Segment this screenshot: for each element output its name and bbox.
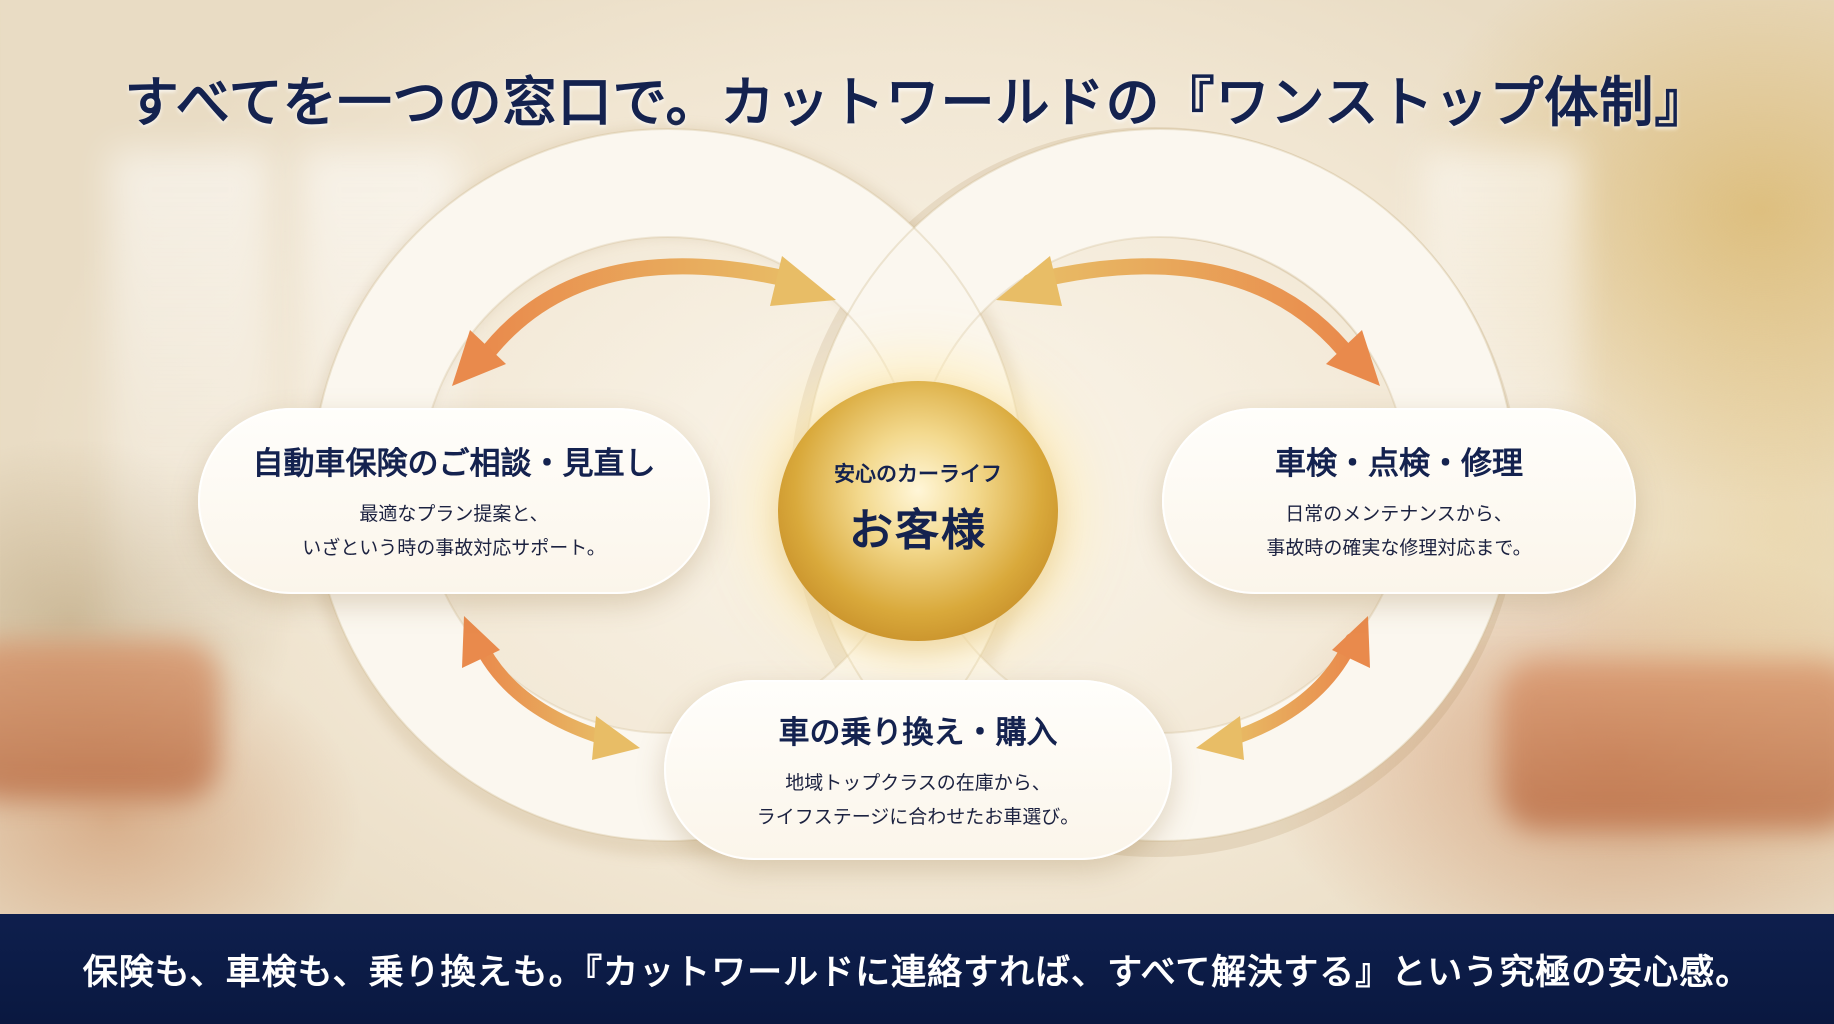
banner-text: 保険も、車検も、乗り換えも。『カットワールドに連絡すれば、すべて解決する』という… — [82, 952, 1752, 993]
hub-subtitle: 安心のカーライフ — [834, 462, 1002, 486]
hub-label: お客様 — [849, 505, 987, 556]
card-purchase: 車の乗り換え・購入 地域トップクラスの在庫から、 ライフステージに合わせたお車選… — [664, 680, 1172, 860]
card-purchase-line-2: ライフステージに合わせたお車選び。 — [756, 805, 1080, 828]
arrow-bottom-left — [462, 616, 640, 760]
card-insurance: 自動車保険のご相談・見直し 最適なプラン提案と、 いざという時の事故対応サポート… — [198, 408, 710, 594]
page-title: すべてを一つの窓口で。カットワールドの『ワンストップ体制』 — [124, 71, 1710, 134]
card-insurance-line-1: 最適なプラン提案と、 — [359, 502, 549, 525]
card-insurance-title: 自動車保険のご相談・見直し — [252, 445, 656, 482]
card-insurance-line-2: いざという時の事故対応サポート。 — [302, 536, 606, 559]
center-hub-customer: 安心のカーライフ お客様 — [778, 381, 1058, 641]
arrow-top-left — [452, 256, 836, 386]
background-sofa-left — [0, 640, 220, 800]
card-inspection-title: 車検・点検・修理 — [1275, 445, 1523, 482]
card-inspection-line-2: 事故時の確実な修理対応まで。 — [1266, 536, 1532, 559]
card-inspection: 車検・点検・修理 日常のメンテナンスから、 事故時の確実な修理対応まで。 — [1162, 408, 1636, 594]
card-purchase-line-1: 地域トップクラスの在庫から、 — [785, 771, 1051, 794]
background-sofa-right — [1500, 660, 1834, 830]
card-inspection-line-1: 日常のメンテナンスから、 — [1285, 502, 1513, 525]
arrow-top-right — [996, 256, 1380, 386]
arrow-bottom-right — [1196, 616, 1370, 760]
card-purchase-title: 車の乗り換え・購入 — [778, 714, 1058, 751]
bottom-banner: 保険も、車検も、乗り換えも。『カットワールドに連絡すれば、すべて解決する』という… — [0, 914, 1834, 1024]
